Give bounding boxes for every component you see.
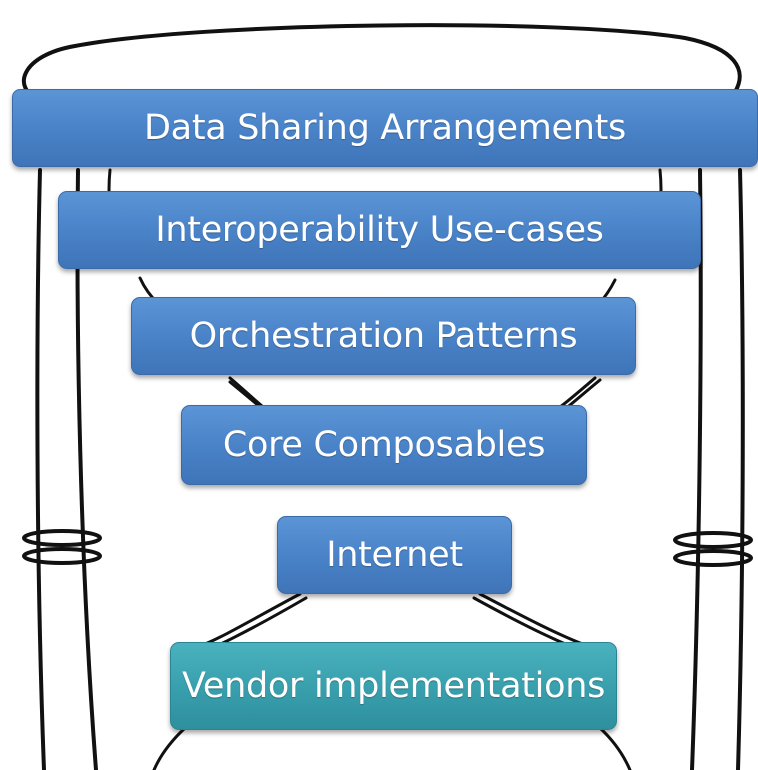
layer-label: Data Sharing Arrangements	[144, 108, 626, 148]
left-ring-bottom	[22, 547, 102, 565]
left-post-outer	[35, 168, 46, 770]
right-ring-bottom	[673, 549, 753, 567]
layer-label: Interoperability Use-cases	[155, 210, 604, 250]
layer-orchestration-patterns: Orchestration Patterns	[131, 297, 636, 375]
lower-left-3	[152, 726, 187, 770]
hourglass-lid	[21, 23, 742, 102]
lower-left-1	[198, 592, 302, 648]
layer-label: Core Composables	[222, 425, 546, 465]
layer-data-sharing-arrangements: Data Sharing Arrangements	[12, 89, 758, 167]
lower-right-3	[598, 726, 632, 770]
right-post-outer	[736, 168, 745, 770]
layer-vendor-implementations: Vendor implementations	[170, 642, 617, 730]
left-ring-top	[22, 529, 102, 547]
layer-label: Orchestration Patterns	[189, 316, 578, 356]
layer-label: Internet	[326, 535, 463, 575]
layer-core-composables: Core Composables	[181, 405, 587, 485]
layer-interoperability-use-cases: Interoperability Use-cases	[58, 191, 701, 269]
lower-right-1	[478, 592, 590, 648]
right-ring-top	[673, 531, 753, 549]
layer-label: Vendor implementations	[181, 666, 606, 706]
layer-internet: Internet	[277, 516, 512, 594]
